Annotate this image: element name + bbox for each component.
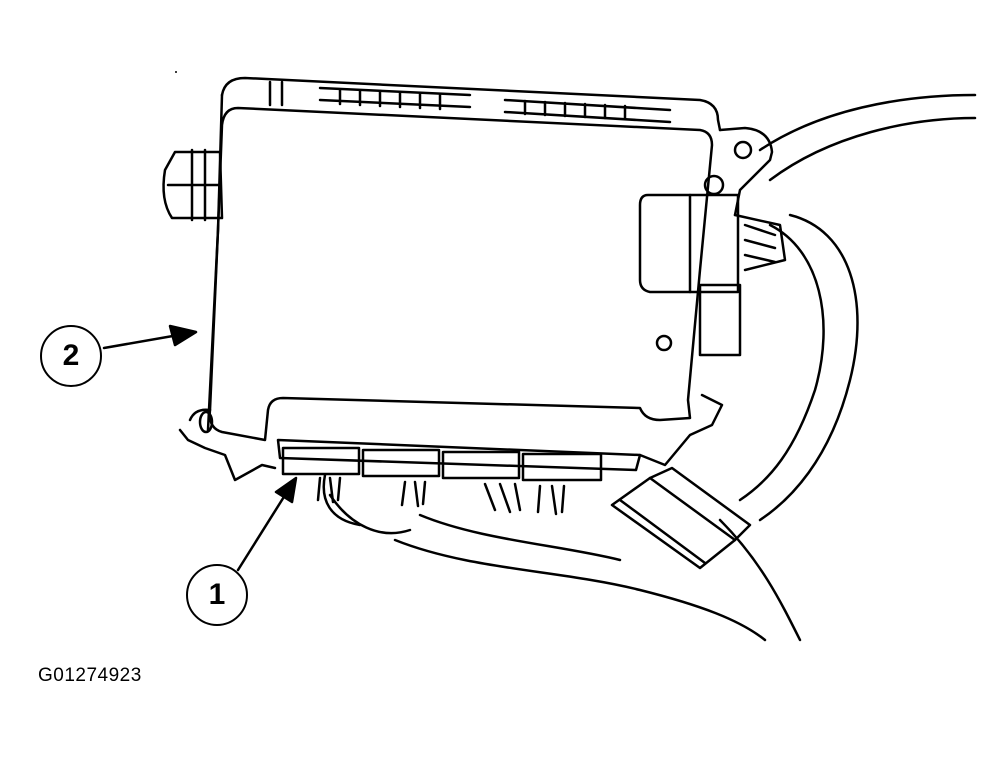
callout-2-label: 2 xyxy=(62,339,80,372)
callout-2-leader xyxy=(102,324,198,350)
stray-dot xyxy=(175,71,177,73)
callout-2: 2 xyxy=(40,325,102,387)
harness-connector-plug xyxy=(610,466,752,570)
callout-1-label: 1 xyxy=(208,578,226,611)
module-housing xyxy=(162,106,787,442)
callout-1: 1 xyxy=(186,564,248,626)
figure-id: G01274923 xyxy=(38,665,142,686)
wire-harness xyxy=(322,93,977,642)
callout-1-leader xyxy=(236,476,298,572)
module-connectors xyxy=(276,438,642,516)
